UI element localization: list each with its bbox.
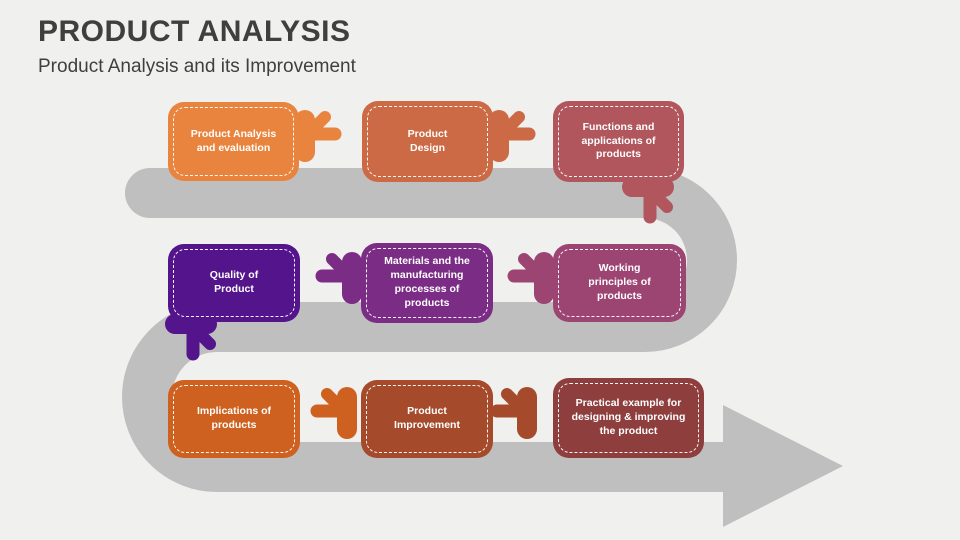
pointing-hand-left-icon xyxy=(506,252,554,304)
pointing-hand-left-icon xyxy=(314,252,362,304)
flow-box-functions-applications: Functions and applications of products xyxy=(553,101,684,182)
pointing-hand-left-icon xyxy=(489,387,537,439)
flow-box-quality-of-product: Quality of Product xyxy=(168,244,300,322)
flow-box-product-improvement: Product Improvement xyxy=(361,380,493,458)
flow-box-materials-manufacturing: Materials and the manufacturing processe… xyxy=(361,243,493,323)
flow-box-product-design: Product Design xyxy=(362,101,493,182)
flow-box-implications: Implications of products xyxy=(168,380,300,458)
pointing-hand-right-icon xyxy=(489,110,537,162)
page-subtitle: Product Analysis and its Improvement xyxy=(38,56,356,77)
flow-box-label: Implications of products xyxy=(196,405,272,431)
flow-box-label: Practical example for designing & improv… xyxy=(571,397,686,437)
pointing-hand-right-icon xyxy=(295,110,343,162)
flow-path xyxy=(122,168,748,492)
slide-header: PRODUCT ANALYSIS Product Analysis and it… xyxy=(38,14,356,78)
flow-box-label: Functions and applications of products xyxy=(581,120,656,161)
flow-box-label: Materials and the manufacturing processe… xyxy=(384,255,470,309)
flow-box-label: Product Design xyxy=(407,127,448,154)
flow-box-label: Quality of Product xyxy=(209,269,259,295)
flow-box-label: Product Improvement xyxy=(394,405,460,431)
flow-box-working-principles: Working principles of products xyxy=(553,244,686,322)
pointing-hand-left-icon xyxy=(309,387,357,439)
flow-box-label: Working principles of products xyxy=(588,262,651,302)
flow-box-product-analysis-evaluation: Product Analysis and evaluation xyxy=(168,102,299,181)
flow-arrowhead-icon xyxy=(723,405,843,527)
pointing-hand-down-icon xyxy=(165,314,217,362)
page-title: PRODUCT ANALYSIS xyxy=(38,15,351,48)
flow-box-label: Product Analysis and evaluation xyxy=(190,127,277,154)
pointing-hand-down-icon xyxy=(622,177,674,225)
flow-box-practical-example: Practical example for designing & improv… xyxy=(553,378,704,458)
